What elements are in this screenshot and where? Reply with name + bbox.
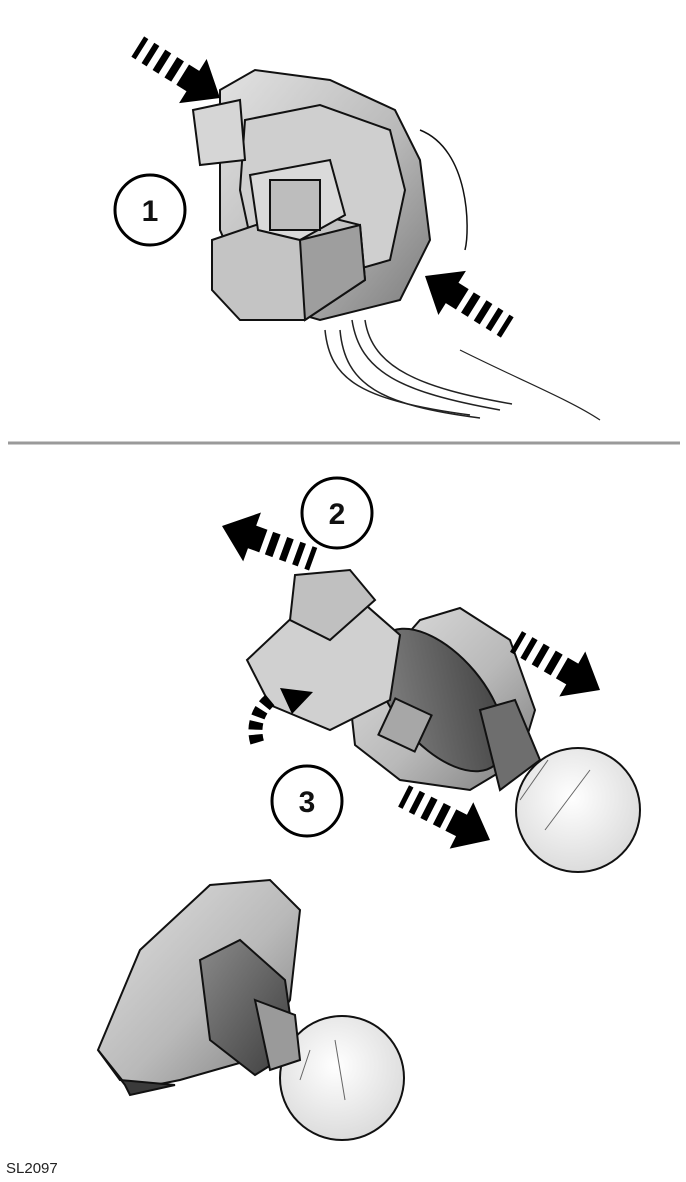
- figure-id: SL2097: [6, 1160, 58, 1177]
- connector-plug: [211, 158, 367, 322]
- bulb-assembled: [515, 747, 641, 873]
- bulb-removed: [279, 1015, 405, 1141]
- top-panel: 1: [113, 24, 601, 421]
- connector-wires: [324, 319, 601, 421]
- rotate-arrow: [248, 688, 313, 748]
- bottom-panel: 2 3: [96, 476, 641, 1141]
- step-1-marker: 1: [113, 173, 187, 247]
- step-3-label: 3: [299, 786, 316, 819]
- step-2-marker: 2: [300, 476, 374, 550]
- bulb-holder-removed: [96, 878, 302, 1097]
- step-3-marker: 3: [270, 764, 344, 838]
- step-2-label: 2: [329, 498, 346, 531]
- step-1-label: 1: [142, 195, 159, 228]
- push-arrow-lower: [411, 253, 522, 350]
